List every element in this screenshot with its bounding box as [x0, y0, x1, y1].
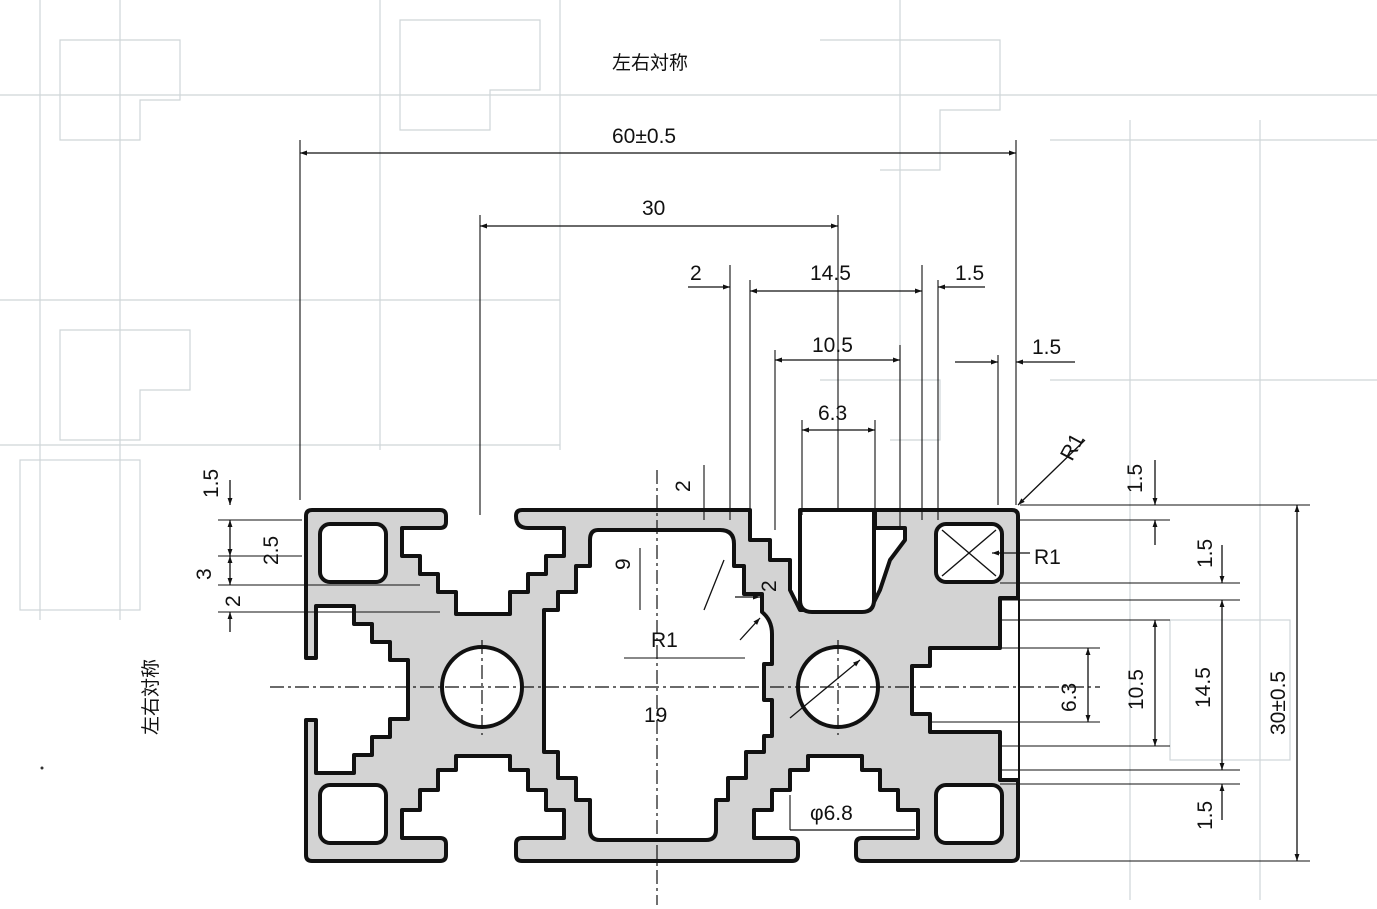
label-width-overall: 60±0.5 — [612, 125, 676, 148]
aluminum-profile — [304, 508, 1020, 863]
central-cavity — [542, 528, 774, 842]
label-dim-2-5-left: 2.5 — [260, 536, 283, 565]
label-dim-10-5-right: 10.5 — [1125, 669, 1148, 710]
label-dim-1-5-right: 1.5 — [1032, 336, 1061, 359]
dimension-lines — [227, 150, 1300, 861]
label-symmetry-top: 左右対称 — [612, 52, 688, 74]
label-radius-inner: R1 — [651, 629, 678, 652]
label-dim-2-slot: 2 — [758, 580, 781, 592]
label-radius-hole: R1 — [1034, 546, 1061, 569]
top-right-slot — [798, 508, 876, 614]
label-diameter-6-8: φ6.8 — [810, 802, 853, 825]
label-dim-9-inner: 9 — [612, 558, 635, 570]
label-dim-6-3-top: 6.3 — [818, 402, 847, 425]
label-dim-1-5-right-mid: 1.5 — [1194, 539, 1217, 568]
label-dim-1-5-left: 1.5 — [200, 469, 223, 498]
label-dim-2-left: 2 — [222, 595, 245, 607]
label-dim-2-top: 2 — [690, 262, 702, 285]
center-lines — [270, 470, 1100, 905]
label-dim-14-5-right: 14.5 — [1192, 667, 1215, 708]
pocket-bottom-left — [318, 783, 388, 845]
label-dim-14-5-top: 14.5 — [810, 262, 851, 285]
dimension-labels: 左右対称 左右対称 60±0.5 30 2 14.5 1.5 10.5 1.5 … — [140, 52, 1290, 830]
label-dim-1-5-right-bottom: 1.5 — [1194, 801, 1217, 830]
label-dim-6-3-right: 6.3 — [1058, 683, 1081, 712]
label-height-overall: 30±0.5 — [1267, 671, 1290, 735]
label-dim-10-5-top: 10.5 — [812, 334, 853, 357]
pocket-bottom-right — [934, 783, 1004, 845]
label-dim-2-inner: 2 — [672, 480, 695, 492]
pocket-top-left — [318, 522, 388, 584]
label-width-half: 30 — [642, 197, 665, 220]
label-dim-1-5-top-right: 1.5 — [955, 262, 984, 285]
right-side-slot — [910, 596, 1018, 782]
label-dim-19: 19 — [644, 704, 667, 727]
label-dim-1-5-right-top: 1.5 — [1124, 464, 1147, 493]
label-dim-3-left: 3 — [193, 568, 216, 580]
label-symmetry-left: 左右対称 — [140, 659, 162, 735]
label-radius-corner: R1 — [1056, 430, 1089, 465]
